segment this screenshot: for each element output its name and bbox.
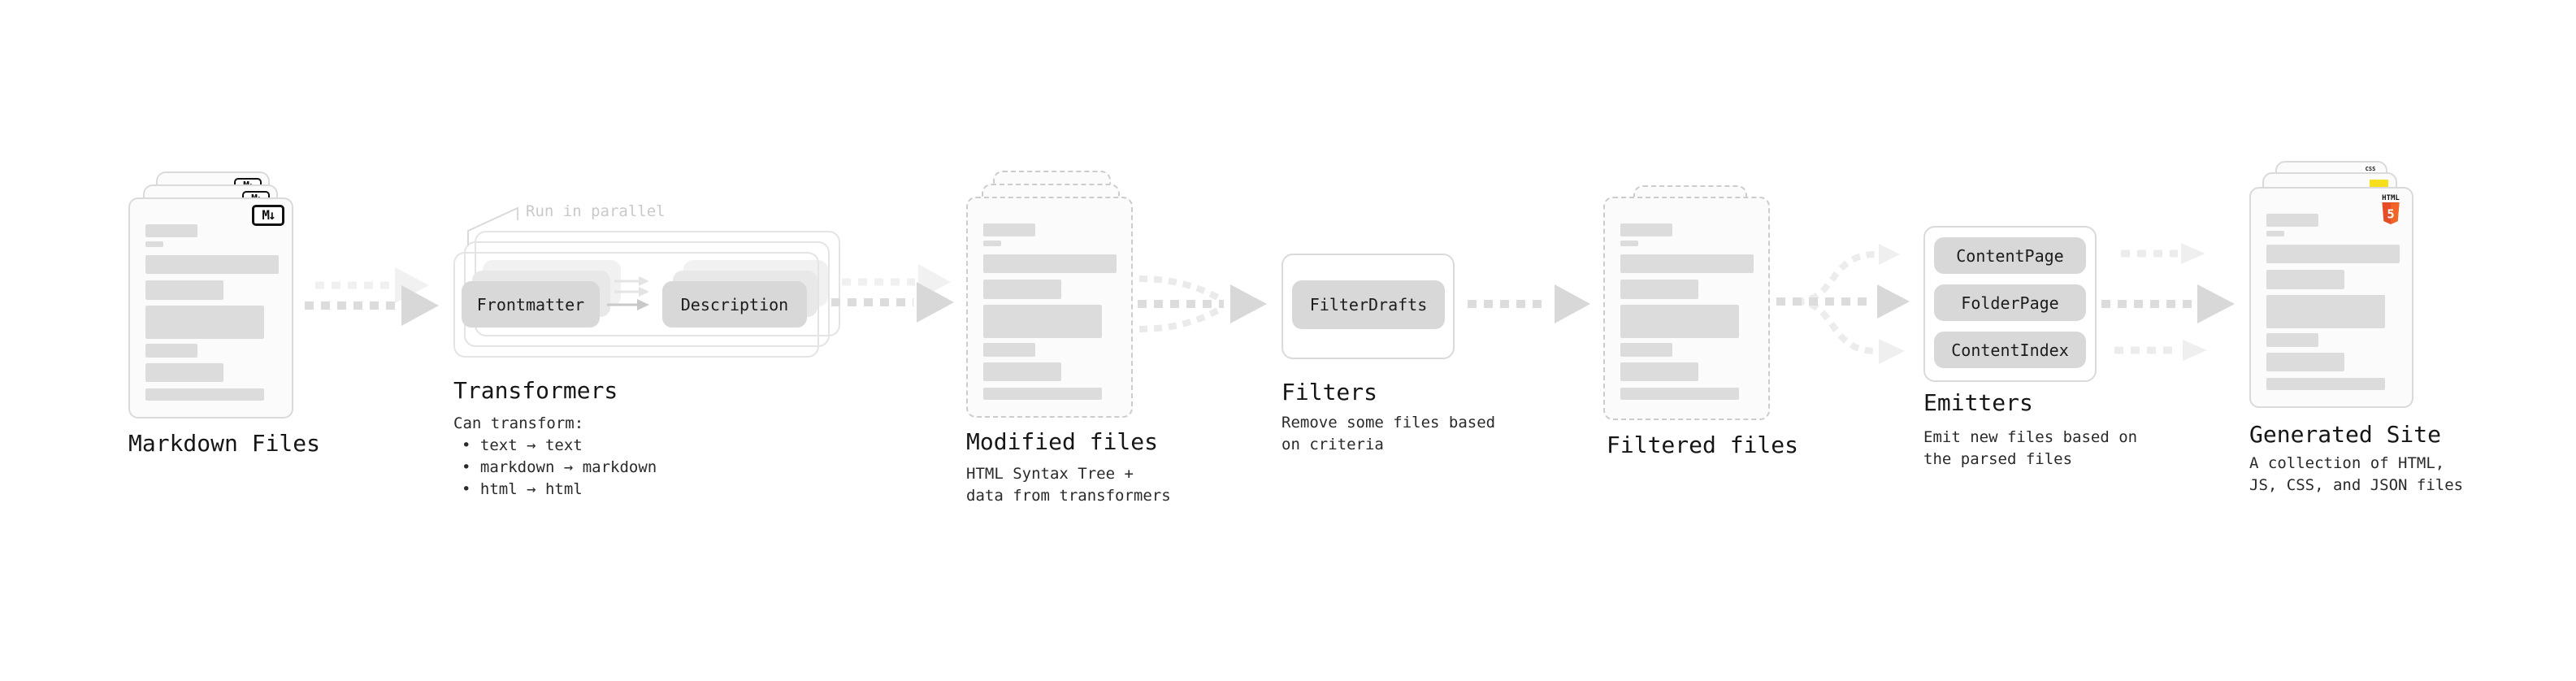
filtered-files-label: Filtered files <box>1607 432 1799 458</box>
run-in-parallel-annotation: Run in parallel <box>526 202 666 220</box>
markdown-file-card-front: M↓ <box>128 197 293 419</box>
markdown-icon: M↓ <box>252 205 284 226</box>
arrow-filters-to-filtered <box>1468 284 1590 323</box>
arrow-modified-to-filters <box>1138 275 1267 332</box>
generated-site-label: Generated Site <box>2249 421 2442 448</box>
transformers-description-title: Can transform: <box>453 414 584 432</box>
html5-icon: HTML 5 <box>2380 195 2401 228</box>
emitters-description: Emit new files based on the parsed files <box>1923 428 2138 468</box>
text-placeholder-lines <box>145 224 279 401</box>
markdown-files-label: Markdown Files <box>128 430 321 457</box>
plugin-chip-contentpage: ContentPage <box>1934 237 2086 274</box>
plugin-chip-frontmatter: Frontmatter <box>462 281 600 327</box>
transformers-bullet: • markdown → markdown <box>462 458 657 476</box>
parallel-box-front <box>453 252 819 358</box>
filters-description: Remove some files based on criteria <box>1281 414 1496 453</box>
generated-site-description: A collection of HTML, JS, CSS, and JSON … <box>2249 454 2464 494</box>
plugin-chip-folderpage: FolderPage <box>1934 284 2086 321</box>
transformers-label: Transformers <box>453 377 618 404</box>
svg-text:5: 5 <box>2387 206 2394 221</box>
arrow-transformers-to-modified <box>831 264 954 323</box>
filtered-file-card-front <box>1603 197 1770 420</box>
plugin-chip-description: Description <box>662 281 807 327</box>
emitters-label: Emitters <box>1923 389 2033 416</box>
filters-label: Filters <box>1281 379 1378 406</box>
text-placeholder-lines <box>1620 223 1754 400</box>
plugin-chip-filterdrafts: FilterDrafts <box>1292 280 1445 329</box>
arrow-markdown-to-transformers <box>305 267 439 326</box>
arrow-filtered-to-emitters <box>1776 244 1910 364</box>
plugin-chip-contentindex: ContentIndex <box>1934 332 2086 368</box>
text-placeholder-lines <box>983 223 1117 400</box>
modified-file-card-front <box>966 197 1133 418</box>
arrow-emitters-to-generated <box>2101 243 2235 361</box>
modified-files-description: HTML Syntax Tree + data from transformer… <box>966 465 1171 505</box>
generated-file-card-html: HTML 5 <box>2249 187 2413 408</box>
transformers-bullet: • text → text <box>462 436 583 454</box>
text-placeholder-lines <box>2266 214 2400 390</box>
transformers-bullet: • html → html <box>462 480 583 498</box>
modified-files-label: Modified files <box>966 428 1159 455</box>
